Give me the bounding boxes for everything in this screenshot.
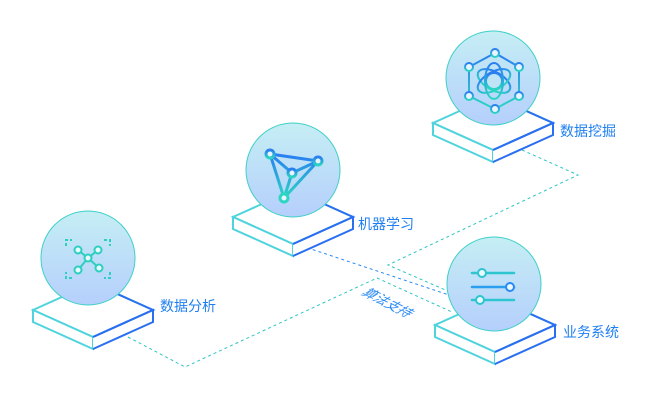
- node-label-business: 业务系统: [563, 325, 619, 341]
- sliders-icon: [470, 268, 516, 305]
- triangle-graph-icon: [264, 148, 324, 204]
- node-label-mining: 数据挖掘: [560, 124, 616, 140]
- node-label-analysis: 数据分析: [160, 299, 216, 315]
- connector-lines: [127, 149, 580, 368]
- node-label-ml: 机器学习: [358, 217, 414, 233]
- node-circle-business[interactable]: [446, 236, 542, 332]
- network-frame-icon: [65, 239, 111, 279]
- hexagon-atom-icon: [464, 48, 524, 114]
